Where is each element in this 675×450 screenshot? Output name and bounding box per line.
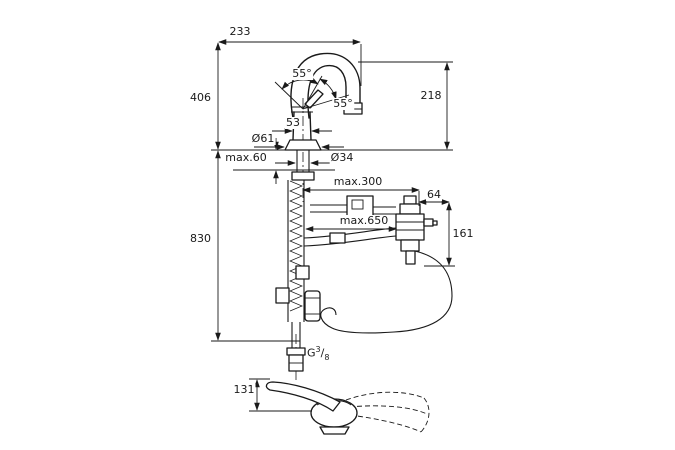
inline-check-valve	[329, 232, 346, 244]
dim-161-group	[424, 202, 455, 267]
dim-131-group	[249, 378, 312, 412]
dim-label-height: 406	[189, 91, 212, 104]
lever-arm	[265, 381, 341, 412]
dim-label-width-64: 64	[426, 188, 442, 201]
mounting-nut	[291, 171, 315, 181]
dim-label-outlet-height: 218	[419, 89, 443, 102]
spray-head	[304, 290, 321, 322]
dim-label-deck-max: max.60	[224, 151, 268, 164]
under-sink-assembly	[275, 180, 453, 372]
valve-outlet	[423, 218, 434, 227]
dim-830-group	[211, 150, 300, 342]
dim-label-total-830: 830	[189, 232, 212, 245]
spout-outer-curve	[290, 52, 361, 119]
lever-swivel-arc	[420, 397, 430, 433]
dim-label-thread-size: G3/8	[306, 344, 331, 364]
valve-cap	[399, 203, 421, 215]
faucet-base	[284, 139, 322, 151]
dim-angle-group	[274, 75, 350, 110]
dim-label-dia-shank: Ø34	[329, 151, 355, 164]
dim-label-lever-131: 131	[232, 383, 256, 396]
lever-swivel-position-1	[345, 391, 425, 401]
valve-lower	[400, 239, 420, 252]
dim-406-group	[211, 42, 240, 151]
valve-outlet-tip	[432, 220, 438, 226]
valve-body	[395, 213, 425, 241]
supply-coupling-top	[286, 347, 306, 356]
dim-label-max-650: max.650	[338, 214, 390, 227]
spout-inner-curve	[307, 64, 347, 119]
dim-218-group	[358, 61, 453, 150]
valve-bottom-nub	[405, 250, 416, 265]
dim-label-height-161: 161	[451, 227, 475, 240]
valve-top-cap	[403, 195, 417, 205]
lever-base-foot	[319, 426, 350, 435]
dim-233-group	[218, 39, 362, 86]
hose-fitting-2	[275, 287, 290, 304]
lever-swivel-position-2	[348, 405, 428, 415]
handle-side-view	[265, 381, 430, 435]
braided-hose-texture	[289, 180, 303, 312]
lever-swivel-position-3	[349, 414, 422, 433]
dim-label-reach: 233	[228, 25, 252, 38]
outlet-hose-loop	[320, 250, 453, 334]
dim-label-angle-2: 55°	[332, 97, 354, 110]
hose-fitting-1	[295, 265, 310, 280]
dim-label-dia-base: Ø61	[250, 132, 276, 145]
dim-label-width-53: 53	[285, 116, 301, 129]
counter-deck	[233, 149, 453, 171]
dim-label-angle-1: 55°	[291, 67, 313, 80]
dim-label-max-300: max.300	[332, 175, 384, 188]
